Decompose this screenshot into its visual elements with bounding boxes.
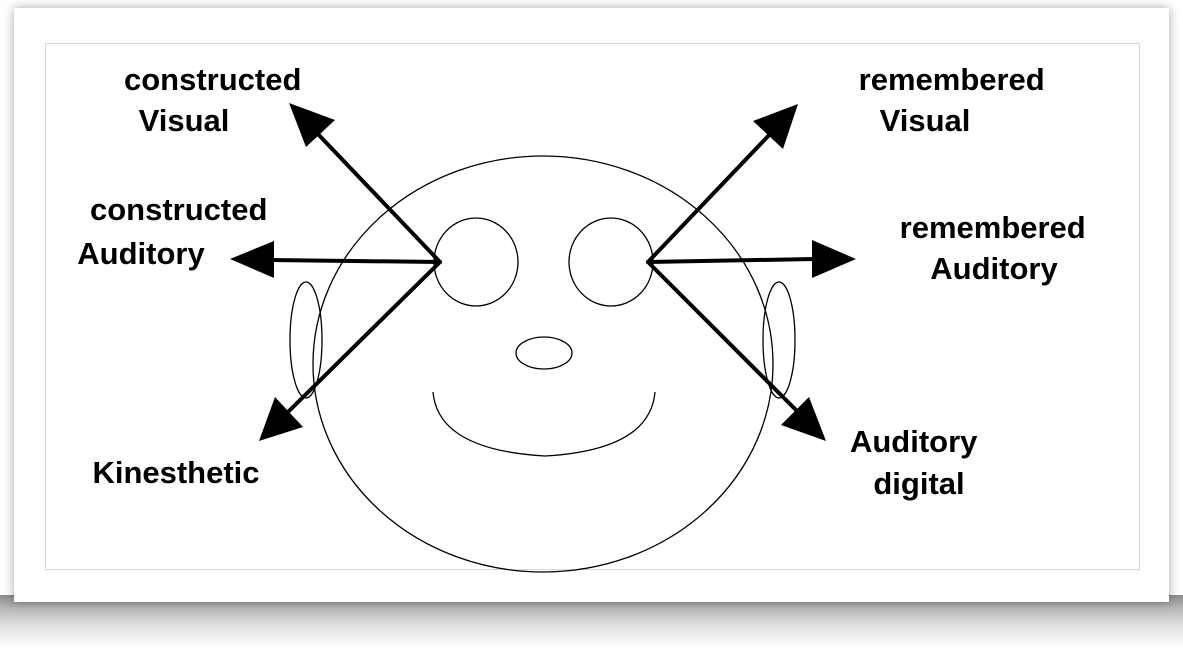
face <box>290 156 795 572</box>
arrow-constructed-visual-shaft <box>316 132 440 262</box>
arrow-remembered-auditory-shaft <box>648 259 815 262</box>
arrow-remembered-visual-shaft <box>648 132 772 262</box>
label-auditory-digital: Auditory digital <box>850 424 986 501</box>
left-eye <box>434 218 518 306</box>
arrow-constructed-auditory-shaft <box>270 260 440 262</box>
label-kinesthetic: Kinesthetic <box>92 455 259 490</box>
arrow-constructed-visual-head <box>289 103 335 147</box>
arrow-constructed-auditory-head <box>230 241 274 278</box>
right-arrows <box>648 104 856 441</box>
left-arrows <box>230 103 440 441</box>
right-eye <box>569 218 653 306</box>
nose <box>516 337 572 369</box>
label-remembered-auditory: remembered Auditory <box>900 210 1095 286</box>
head-outline <box>313 156 773 572</box>
mouth <box>433 392 655 456</box>
arrow-remembered-auditory-head <box>812 240 856 278</box>
arrow-auditory-digital-shaft <box>648 262 798 412</box>
label-remembered-visual: remembered Visual <box>859 62 1054 138</box>
label-constructed-visual: constructed Visual <box>124 62 310 138</box>
labels: constructed Visual constructed Auditory … <box>77 62 1094 501</box>
